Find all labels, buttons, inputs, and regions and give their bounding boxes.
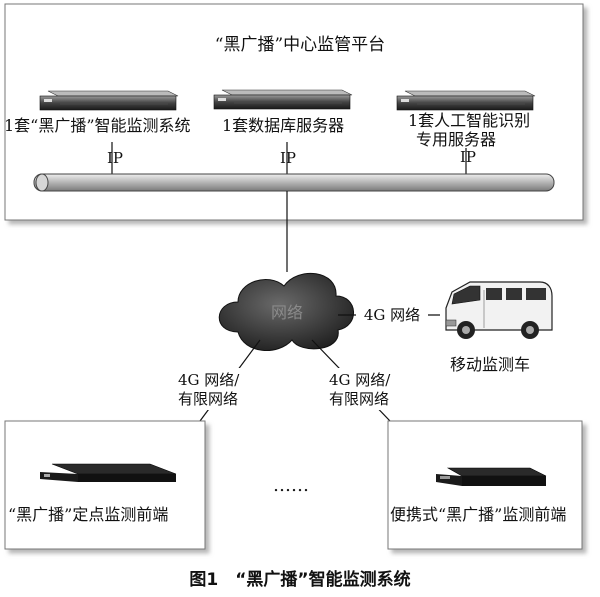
portable-frontend-label: 便携式“黑广播”监测前端 <box>390 505 566 524</box>
server-1-icon <box>39 90 179 111</box>
server-2-icon <box>213 89 353 110</box>
left-link-label-line-2: 有限网络 <box>178 390 238 408</box>
fixed-frontend-device-icon <box>40 463 177 482</box>
mobile-link-label: 4G 网络 <box>364 306 420 324</box>
server-1-link-label: IP <box>107 149 123 167</box>
network-cloud-icon <box>218 272 354 351</box>
server-3-icon <box>396 90 536 111</box>
left-link-label-line-1: 4G 网络/ <box>178 371 240 389</box>
right-link-label-line-1: 4G 网络/ <box>329 371 391 389</box>
network-bus <box>33 173 555 192</box>
fixed-frontend-label: “黑广播”定点监测前端 <box>8 505 168 524</box>
fixed-frontend-box <box>4 420 206 550</box>
cloud-label: 网络 <box>271 303 303 322</box>
server-3-label-line-2: 专用服务器 <box>416 130 496 149</box>
server-3-link-label: IP <box>460 148 476 166</box>
monitoring-van-icon <box>445 281 553 339</box>
server-1-label: 1套“黑广播”智能监测系统 <box>4 116 191 135</box>
right-link-label-line-2: 有限网络 <box>329 390 389 408</box>
server-2-label: 1套数据库服务器 <box>222 116 344 135</box>
server-2-link-label: IP <box>280 149 296 167</box>
vehicle-label: 移动监测车 <box>450 355 530 374</box>
platform-title: “黑广播”中心监管平台 <box>215 35 385 55</box>
ellipsis: …… <box>273 475 309 496</box>
portable-frontend-device-icon <box>436 467 547 486</box>
server-3-label-line-1: 1套人工智能识别 <box>408 111 530 130</box>
figure-caption: 图1 “黑广播”智能监测系统 <box>189 569 410 590</box>
